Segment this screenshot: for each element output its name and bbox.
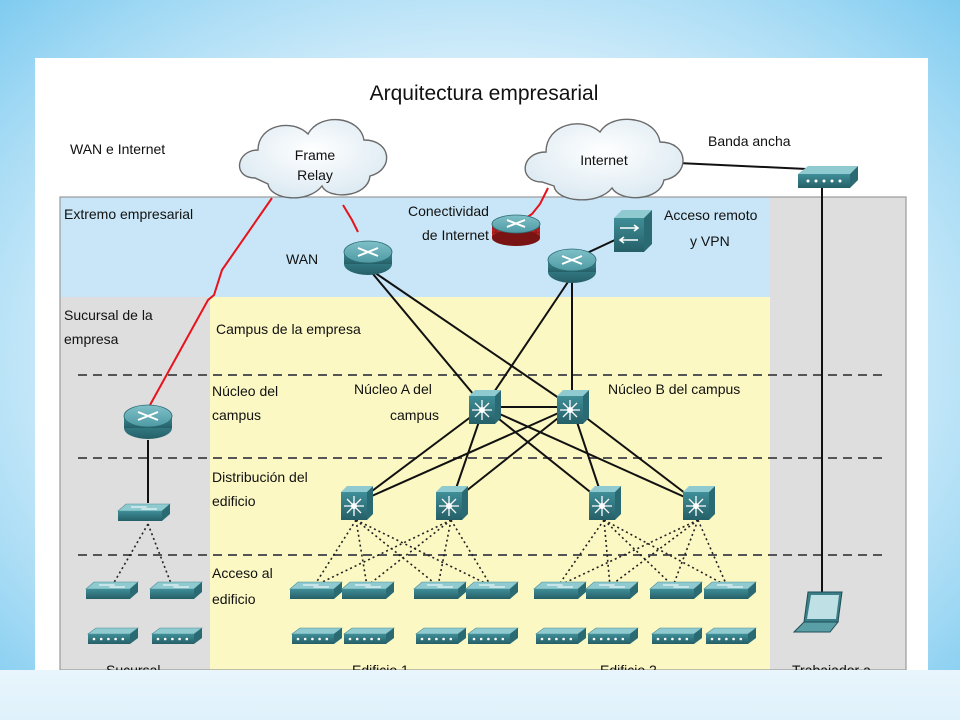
- distribution-switch-1: [341, 486, 373, 520]
- core-switch-a: [469, 390, 501, 424]
- acceso-label-1: Acceso al: [212, 565, 273, 581]
- distribution-switch-3: [589, 486, 621, 520]
- multilayer-switches: [341, 390, 715, 520]
- branch-zone: [60, 297, 210, 670]
- access-hub-8: [587, 627, 639, 644]
- wan-router: [343, 240, 393, 275]
- distribucion-label-1: Distribución del: [212, 469, 308, 485]
- frame-relay-cloud: Frame Relay: [238, 118, 388, 199]
- access-hub-3: [291, 627, 343, 644]
- access-hub-5: [415, 627, 467, 644]
- internet-cloud-label: Internet: [580, 152, 628, 168]
- branch-switch: [117, 503, 171, 521]
- vpn-router: [547, 248, 597, 283]
- campus-zone: [210, 297, 770, 670]
- wan-label: WAN: [286, 251, 318, 267]
- frame-relay-to-wan-link: [342, 204, 359, 233]
- access-hub-2: [151, 627, 203, 644]
- access-links: [111, 519, 728, 587]
- conectividad-label-2: de Internet: [422, 227, 489, 243]
- broadband-modem: [798, 166, 858, 188]
- nucleo-label-1: Núcleo del: [212, 383, 278, 399]
- banda-ancha-label: Banda ancha: [708, 133, 791, 149]
- bottom-background: [0, 670, 960, 720]
- access-hub-7: [535, 627, 587, 644]
- access-hub-10: [705, 627, 757, 644]
- access-switch-7: [533, 581, 587, 599]
- wan-internet-label: WAN e Internet: [70, 141, 165, 157]
- access-switch-5: [413, 581, 467, 599]
- diagram-title: Arquitectura empresarial: [370, 82, 599, 105]
- core-links: [147, 162, 829, 600]
- conectividad-label-1: Conectividad: [408, 203, 489, 219]
- distribution-switch-4: [683, 486, 715, 520]
- frame-relay-label-1: Frame: [295, 147, 336, 163]
- access-switch-1: [85, 581, 139, 599]
- acceso-remoto-label-2: y VPN: [690, 233, 730, 249]
- distribucion-label-2: edificio: [212, 493, 256, 509]
- branch-router: [123, 404, 173, 439]
- access-switches: [85, 503, 757, 644]
- distribution-switch-2: [436, 486, 468, 520]
- core-switch-b: [557, 390, 589, 424]
- access-switch-3: [289, 581, 343, 599]
- zones: [59, 196, 907, 671]
- frame-relay-to-branch-link: [149, 197, 273, 406]
- nucleo-a-label-1: Núcleo A del: [354, 381, 432, 397]
- access-switch-6: [465, 581, 519, 599]
- nucleo-label-2: campus: [212, 407, 261, 423]
- access-switch-4: [341, 581, 395, 599]
- acceso-label-2: edificio: [212, 591, 256, 607]
- access-hub-9: [651, 627, 703, 644]
- access-switch-9: [649, 581, 703, 599]
- access-switch-10: [703, 581, 757, 599]
- nucleo-a-label-2: campus: [390, 407, 439, 423]
- access-hub-4: [343, 627, 395, 644]
- teleworker-laptop: [792, 591, 843, 633]
- acceso-remoto-label-1: Acceso remoto: [664, 207, 758, 223]
- access-hub-6: [467, 627, 519, 644]
- campus-label: Campus de la empresa: [216, 321, 361, 337]
- access-switch-2: [149, 581, 203, 599]
- firewall-router: [491, 214, 541, 246]
- teleworker-zone: [770, 197, 906, 670]
- access-switch-8: [585, 581, 639, 599]
- sucursal-label-1: Sucursal de la: [64, 307, 153, 323]
- tier-separators: [78, 374, 888, 556]
- frame-relay-label-2: Relay: [297, 167, 333, 183]
- extremo-label: Extremo empresarial: [64, 206, 193, 222]
- internet-cloud: Internet: [524, 118, 684, 201]
- nucleo-b-label: Núcleo B del campus: [608, 381, 740, 397]
- vpn-concentrator: [614, 210, 652, 252]
- access-hub-1: [87, 627, 139, 644]
- sucursal-label-2: empresa: [64, 331, 119, 347]
